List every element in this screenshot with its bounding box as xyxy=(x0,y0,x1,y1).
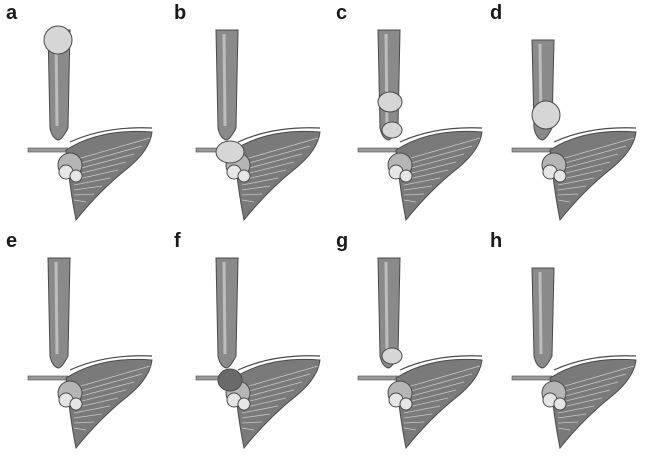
coil-loop xyxy=(400,170,412,182)
tube-highlight xyxy=(56,262,57,354)
vertical-tube xyxy=(216,258,238,368)
panel-g: g xyxy=(330,228,490,456)
panel-h: h xyxy=(484,228,644,456)
coil-loop xyxy=(70,170,82,182)
panel-f: f xyxy=(168,228,328,456)
panel-e: e xyxy=(0,228,160,456)
coil-loop xyxy=(238,398,250,410)
horizontal-bar xyxy=(358,148,398,152)
bolus xyxy=(382,122,402,138)
horizontal-bar xyxy=(512,376,552,380)
vertical-tube xyxy=(48,258,70,368)
tube-highlight xyxy=(224,262,225,354)
bolus xyxy=(382,348,402,364)
panel-drawing xyxy=(0,228,160,456)
bolus xyxy=(532,101,560,129)
horizontal-bar xyxy=(28,376,68,380)
tube-highlight xyxy=(386,262,387,354)
bolus xyxy=(216,141,244,163)
panel-drawing xyxy=(484,228,644,456)
undefined xyxy=(218,369,242,391)
vertical-tube xyxy=(532,268,554,368)
bolus xyxy=(44,26,72,54)
panel-c: c xyxy=(330,0,490,228)
vertical-tube xyxy=(216,30,238,140)
panel-a: a xyxy=(0,0,160,228)
bolus xyxy=(378,92,402,112)
tube-highlight xyxy=(224,34,225,126)
panel-drawing xyxy=(484,0,644,228)
horizontal-bar xyxy=(512,148,552,152)
tube-highlight xyxy=(386,34,387,126)
coil-loop xyxy=(70,398,82,410)
panel-drawing xyxy=(168,228,328,456)
panel-drawing xyxy=(0,0,160,228)
coil-loop xyxy=(554,170,566,182)
tube-highlight xyxy=(540,272,541,354)
panel-d: d xyxy=(484,0,644,228)
panel-drawing xyxy=(168,0,328,228)
horizontal-bar xyxy=(358,376,398,380)
panel-drawing xyxy=(330,0,490,228)
horizontal-bar xyxy=(28,148,68,152)
coil-loop xyxy=(554,398,566,410)
panel-drawing xyxy=(330,228,490,456)
panel-b: b xyxy=(168,0,328,228)
coil-loop xyxy=(238,170,250,182)
coil-loop xyxy=(400,398,412,410)
